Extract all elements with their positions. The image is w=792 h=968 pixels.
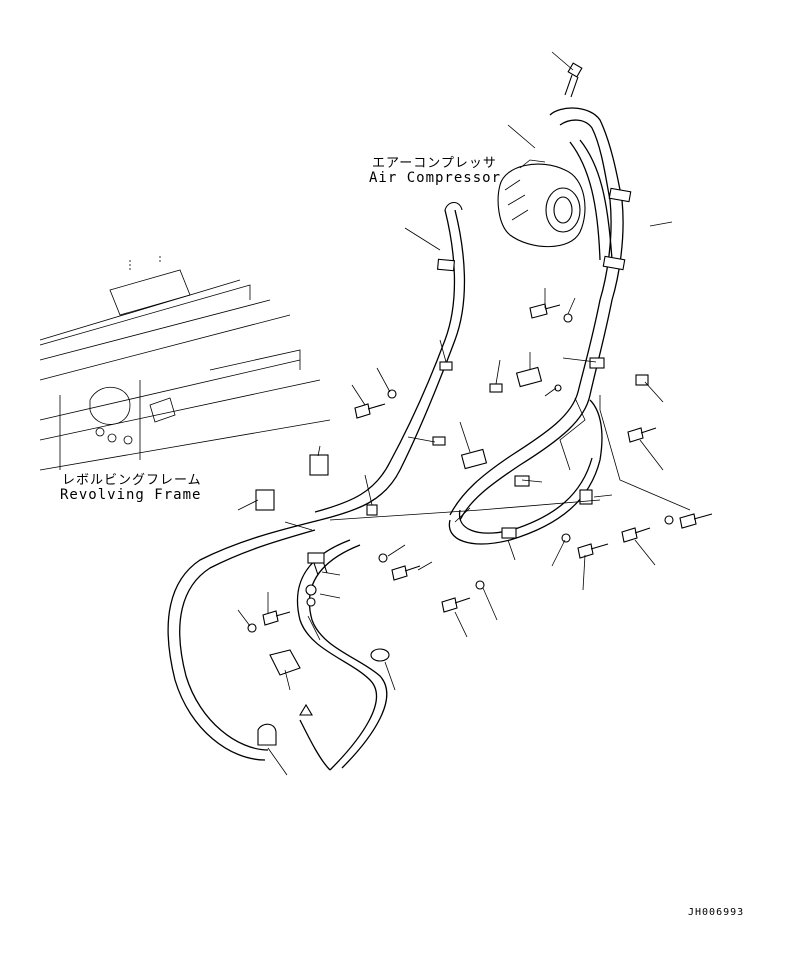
air-compressor-label-jp: エアーコンプレッサ bbox=[372, 156, 497, 171]
air-compressor-unit bbox=[497, 159, 586, 248]
compressor-discharge-hose bbox=[449, 107, 632, 521]
air-compressor-label-en: Air Compressor bbox=[369, 170, 502, 186]
fastener-parts bbox=[247, 62, 713, 676]
lower-hose-loops bbox=[167, 519, 390, 771]
suction-hose bbox=[314, 201, 466, 521]
center-hose-loop bbox=[448, 399, 603, 545]
revolving-frame-structure bbox=[39, 255, 331, 471]
figure-id: JH006993 bbox=[688, 907, 745, 918]
revolving-frame-label-jp: レボルビングフレーム bbox=[62, 473, 202, 488]
bolt-top bbox=[564, 62, 583, 98]
revolving-frame-label-en: Revolving Frame bbox=[60, 487, 202, 503]
leader-lines bbox=[237, 51, 691, 776]
